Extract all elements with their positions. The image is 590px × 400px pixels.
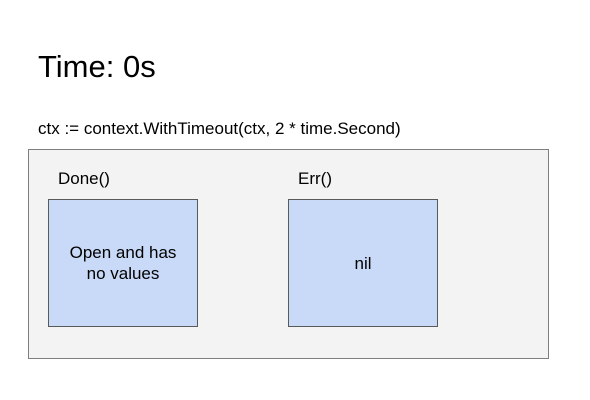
- done-value: Open and has no values: [69, 243, 177, 283]
- err-label: Err(): [298, 169, 332, 188]
- time-title: Time: 0s: [38, 49, 156, 84]
- done-label: Done(): [58, 169, 110, 188]
- done-box: Open and has no values: [48, 199, 198, 327]
- err-box: nil: [288, 199, 438, 327]
- code-statement: ctx := context.WithTimeout(ctx, 2 * time…: [38, 119, 401, 138]
- err-value: nil: [354, 253, 372, 273]
